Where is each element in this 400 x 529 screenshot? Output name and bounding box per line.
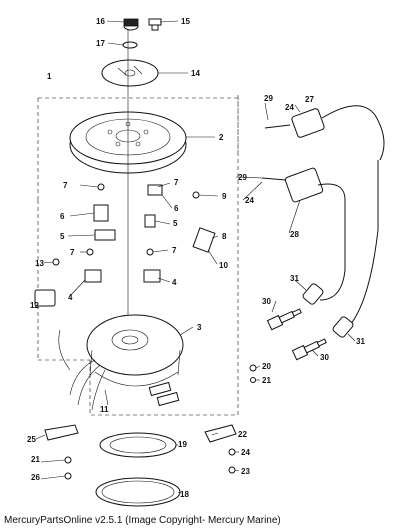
callout-15: 15 bbox=[181, 17, 190, 26]
callout-22: 22 bbox=[238, 430, 247, 439]
callout-2: 2 bbox=[219, 133, 224, 142]
bracket-part bbox=[44, 424, 79, 441]
screw-part bbox=[192, 191, 200, 199]
callout-6: 6 bbox=[60, 212, 65, 221]
ring-part bbox=[95, 477, 181, 507]
callout-26: 26 bbox=[31, 473, 40, 482]
assembly-boundary bbox=[37, 95, 239, 416]
leader-line bbox=[235, 176, 263, 179]
callout-20: 20 bbox=[262, 362, 271, 371]
leader-line bbox=[255, 365, 261, 369]
callout-28: 28 bbox=[290, 230, 299, 239]
leader-line bbox=[234, 469, 240, 472]
copyright-footer: MercuryPartsOnline v2.5.1 (Image Copyrig… bbox=[4, 515, 281, 526]
leader-line bbox=[347, 333, 356, 342]
callout-14: 14 bbox=[191, 69, 200, 78]
callout-3: 3 bbox=[197, 323, 202, 332]
leader-line bbox=[288, 199, 301, 234]
callout-7: 7 bbox=[174, 178, 179, 187]
ignition-coil-lower bbox=[261, 160, 379, 326]
wire-harness bbox=[58, 329, 106, 411]
nut-part bbox=[64, 456, 72, 464]
callout-21: 21 bbox=[262, 376, 271, 385]
callout-18: 18 bbox=[180, 490, 189, 499]
callout-11: 11 bbox=[100, 405, 109, 414]
screw-part bbox=[86, 248, 94, 256]
boot-part bbox=[332, 316, 354, 338]
callout-10: 10 bbox=[219, 261, 228, 270]
callout-27: 27 bbox=[305, 95, 314, 104]
coil-part bbox=[144, 214, 156, 228]
leader-line bbox=[43, 261, 54, 264]
bracket-part bbox=[192, 227, 216, 253]
callout-24: 24 bbox=[245, 196, 254, 205]
nut-part bbox=[64, 472, 72, 480]
callout-19: 19 bbox=[178, 440, 187, 449]
callout-12: 12 bbox=[30, 301, 39, 310]
callout-5: 5 bbox=[60, 232, 65, 241]
connector-part bbox=[156, 391, 180, 407]
leader-line bbox=[40, 459, 66, 463]
spark-plug-upper bbox=[266, 308, 302, 331]
ring-part bbox=[99, 432, 177, 458]
callout-13: 13 bbox=[35, 259, 44, 268]
callout-8: 8 bbox=[222, 232, 227, 241]
callout-24: 24 bbox=[241, 448, 250, 457]
bracket-part bbox=[94, 229, 116, 241]
washer-part bbox=[122, 41, 138, 49]
callout-25: 25 bbox=[27, 435, 36, 444]
screw-part bbox=[52, 258, 60, 266]
callout-21: 21 bbox=[31, 455, 40, 464]
ring-part bbox=[109, 436, 167, 454]
callout-7: 7 bbox=[70, 248, 75, 257]
spark-plug-lower bbox=[291, 338, 327, 361]
callout-17: 17 bbox=[96, 39, 105, 48]
screw-part bbox=[148, 18, 162, 31]
callout-1: 1 bbox=[47, 72, 52, 81]
trigger-part bbox=[84, 269, 102, 283]
callout-7: 7 bbox=[172, 246, 177, 255]
ignition-coil-upper bbox=[264, 105, 385, 161]
callout-4: 4 bbox=[68, 293, 73, 302]
callout-31: 31 bbox=[290, 274, 299, 283]
nut-part bbox=[228, 466, 236, 474]
callout-30: 30 bbox=[262, 297, 271, 306]
callout-4: 4 bbox=[172, 278, 177, 287]
connector-part bbox=[148, 381, 172, 397]
leader-line bbox=[242, 181, 263, 201]
nut-part bbox=[123, 18, 139, 31]
stator-plate-part bbox=[86, 314, 184, 387]
callout-16: 16 bbox=[96, 17, 105, 26]
trigger-plate-part bbox=[101, 59, 159, 87]
callout-29: 29 bbox=[264, 94, 273, 103]
leader-line bbox=[35, 434, 46, 440]
bracket-part bbox=[204, 424, 237, 443]
bracket-part bbox=[147, 184, 163, 196]
boot-part bbox=[302, 283, 324, 305]
callout-31: 31 bbox=[356, 337, 365, 346]
callout-7: 7 bbox=[63, 181, 68, 190]
callout-labels: 16 15 17 14 1 2 29 24 27 7 7 6 6 9 29 24… bbox=[27, 17, 365, 499]
callout-5: 5 bbox=[173, 219, 178, 228]
washer-part bbox=[250, 377, 256, 383]
leader-line bbox=[311, 349, 319, 357]
callout-6: 6 bbox=[174, 204, 179, 213]
callout-24: 24 bbox=[285, 103, 294, 112]
leader-line bbox=[271, 300, 277, 313]
trigger-part bbox=[143, 269, 161, 283]
leader-lines bbox=[67, 20, 307, 494]
switch-part bbox=[34, 289, 56, 307]
callout-9: 9 bbox=[222, 192, 227, 201]
callout-23: 23 bbox=[241, 467, 250, 476]
screw-part bbox=[249, 364, 257, 372]
nut-part bbox=[228, 448, 236, 456]
coil-part bbox=[93, 204, 109, 222]
callout-30: 30 bbox=[320, 353, 329, 362]
ring-part bbox=[101, 480, 175, 504]
leader-line bbox=[40, 475, 66, 480]
screw-part bbox=[97, 183, 105, 191]
screw-part bbox=[146, 248, 154, 256]
